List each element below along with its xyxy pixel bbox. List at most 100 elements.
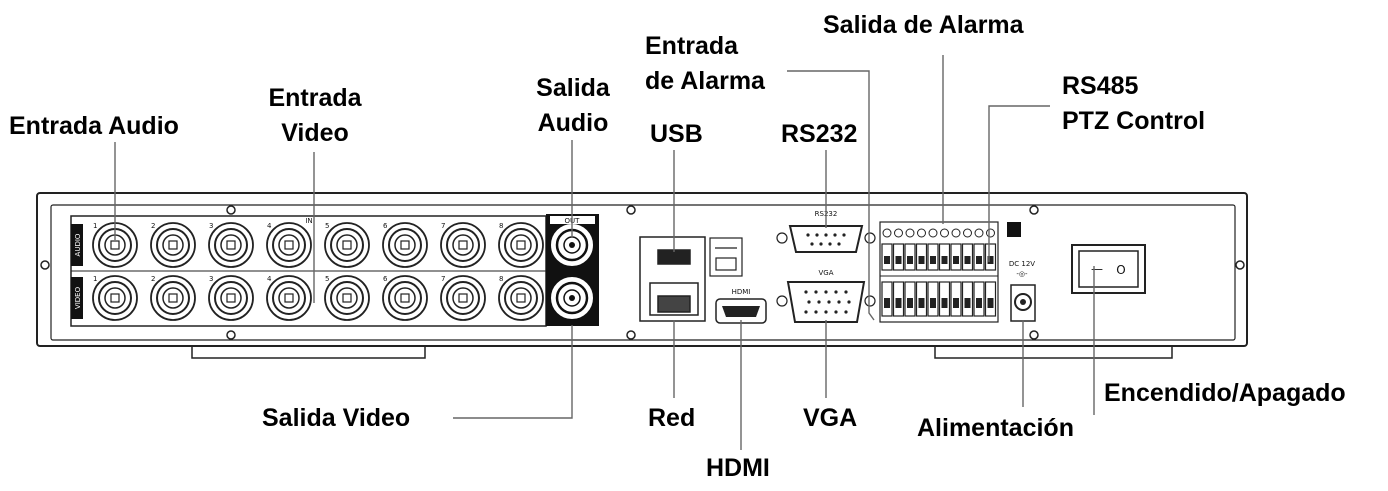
- rj45-contacts: [657, 295, 691, 313]
- pin: [814, 290, 818, 294]
- dc-jack-pin: [1020, 299, 1026, 305]
- pin: [844, 290, 848, 294]
- bnc-inner-ring: [104, 287, 126, 309]
- screw: [626, 330, 636, 340]
- terminal-slot: [987, 256, 994, 264]
- label-salida-audio-line2: Audio: [537, 109, 609, 137]
- label-rs485-line2: PTZ Control: [1062, 107, 1206, 135]
- bnc-center-pin: [226, 293, 236, 303]
- terminal-slot: [918, 256, 925, 264]
- terminal-slot: [976, 298, 982, 308]
- vga-screw-left: [776, 295, 788, 307]
- bnc-center-pin: [569, 295, 575, 301]
- bnc-mid-ring: [272, 228, 306, 262]
- chassis-inner-outline: [50, 204, 1236, 341]
- terminal-block-outline: [879, 221, 999, 323]
- dc-power-input: DC 12V -◎-: [1009, 260, 1036, 322]
- vga-panel-label: VGA: [818, 269, 833, 277]
- screw: [626, 205, 636, 215]
- pin: [842, 233, 846, 237]
- bnc-center-pin: [168, 293, 178, 303]
- screw: [40, 260, 50, 270]
- bnc-mid-ring: [156, 228, 190, 262]
- rj45-housing: [639, 236, 706, 322]
- screw: [1029, 330, 1039, 340]
- pin: [837, 242, 841, 246]
- channel-number: 7: [441, 275, 445, 283]
- pin: [834, 310, 838, 314]
- bnc-inner-ring: [452, 287, 474, 309]
- audio-in-connector: [324, 222, 370, 268]
- bnc-mid-ring: [330, 228, 364, 262]
- label-salida-alarma: Salida de Alarma: [823, 11, 1024, 39]
- pin: [807, 300, 811, 304]
- hdmi-port: HDMI: [715, 288, 767, 324]
- bnc-mid-ring: [98, 281, 132, 315]
- vga-screw-right: [864, 295, 876, 307]
- leader-lines: [114, 55, 1095, 450]
- screws: [40, 205, 1245, 340]
- terminal-slot: [953, 298, 959, 308]
- terminal-slot: [884, 256, 890, 264]
- terminals: [880, 228, 998, 317]
- bnc-center-pin: [516, 293, 526, 303]
- bnc-center-pin: [342, 293, 352, 303]
- out-connectors: [551, 224, 593, 319]
- bnc-center-pin: [284, 240, 294, 250]
- channel-number: 2: [151, 222, 155, 230]
- channel-number: 8: [499, 222, 503, 230]
- bnc-inner-ring: [394, 287, 416, 309]
- bnc-mid-ring: [214, 228, 248, 262]
- video-in-connector: [92, 275, 138, 321]
- bnc-inner-ring: [563, 289, 581, 307]
- terminal-slot: [964, 298, 971, 308]
- bnc-mid-ring: [272, 281, 306, 315]
- video-in-connector: [266, 275, 312, 321]
- rs232-shell: [788, 225, 864, 253]
- label-rs485-line1: RS485: [1062, 72, 1139, 100]
- channel-number: 2: [151, 275, 155, 283]
- terminal-screw: [928, 228, 938, 238]
- usb-symbol-frame: [709, 237, 743, 277]
- pin: [828, 242, 832, 246]
- screw: [1235, 260, 1245, 270]
- label-salida-video: Salida Video: [262, 404, 411, 432]
- terminal-slot: [953, 256, 959, 264]
- video-side-label: VIDEO: [74, 286, 82, 309]
- rs232-screw-left: [776, 232, 788, 244]
- screw: [226, 330, 236, 340]
- bnc-inner-ring: [162, 234, 184, 256]
- bnc-mid-ring: [388, 228, 422, 262]
- audio-in-connector: [382, 222, 428, 268]
- bnc-center-pin: [458, 293, 468, 303]
- terminal-screw: [894, 228, 903, 238]
- audio-in-connector: [208, 222, 254, 268]
- rs232-pins: [806, 233, 846, 246]
- bnc-inner-ring: [220, 234, 242, 256]
- bnc-center-pin: [400, 240, 410, 250]
- label-usb: USB: [650, 120, 703, 148]
- rj45-opening: [649, 282, 699, 316]
- audio-in-connector: [440, 222, 486, 268]
- chassis-outline: [36, 192, 1248, 347]
- channel-number: 1: [93, 222, 97, 230]
- power-switch: — O: [1071, 244, 1146, 294]
- bnc-inner-ring: [278, 234, 300, 256]
- leader-rs485: [988, 105, 1050, 262]
- channel-number: 7: [441, 222, 445, 230]
- video-in-connector: [208, 275, 254, 321]
- video-in-connector: [382, 275, 428, 321]
- channel-number: 5: [325, 275, 329, 283]
- pin: [824, 290, 828, 294]
- audio-side-label: AUDIO: [74, 233, 82, 256]
- in-label: IN: [305, 217, 312, 225]
- audio-side-tag: [71, 224, 83, 266]
- bnc-center-pin: [226, 240, 236, 250]
- bnc-mid-ring: [504, 228, 538, 262]
- terminal-slot: [907, 256, 913, 264]
- alarm-terminal-block: [879, 221, 1021, 323]
- vga-shell: [786, 281, 866, 323]
- bnc-inner-ring: [220, 287, 242, 309]
